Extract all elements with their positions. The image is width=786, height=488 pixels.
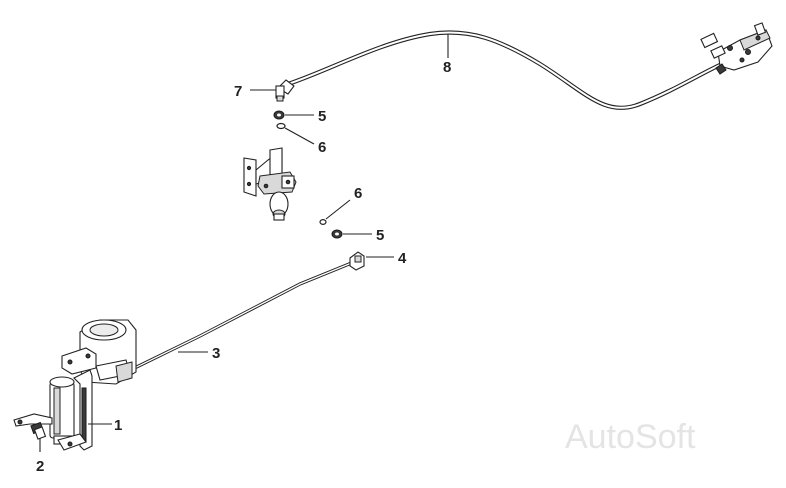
part-6-oring-lower bbox=[319, 219, 327, 226]
valve-block bbox=[700, 22, 773, 75]
callout-7: 7 bbox=[234, 83, 242, 100]
part-5-nut-lower bbox=[331, 229, 343, 239]
part-5-nut-upper bbox=[273, 110, 285, 120]
callout-1: 1 bbox=[114, 417, 122, 434]
callout-6-lower: 6 bbox=[354, 185, 362, 202]
callout-5-upper: 5 bbox=[318, 108, 326, 125]
callout-8: 8 bbox=[443, 59, 451, 76]
part-7-elbow-fitting bbox=[275, 79, 295, 102]
part-6-oring-upper bbox=[276, 122, 286, 130]
part-4-fitting bbox=[349, 251, 365, 271]
callout-6-upper: 6 bbox=[318, 139, 326, 156]
callout-4: 4 bbox=[398, 250, 407, 267]
part-2-bolt bbox=[30, 421, 47, 440]
callout-3: 3 bbox=[212, 345, 220, 362]
leader-6-upper bbox=[284, 127, 315, 145]
leader-6-lower bbox=[325, 199, 351, 220]
callout-5-lower: 5 bbox=[376, 227, 384, 244]
part-8-hose bbox=[287, 30, 723, 110]
part-3-pipe bbox=[109, 260, 355, 382]
part-1-cylinder-assembly bbox=[13, 319, 137, 451]
bracket-pump-assembly bbox=[243, 147, 297, 221]
watermark-text: AutoSoft bbox=[565, 418, 696, 456]
callout-2: 2 bbox=[36, 458, 44, 475]
